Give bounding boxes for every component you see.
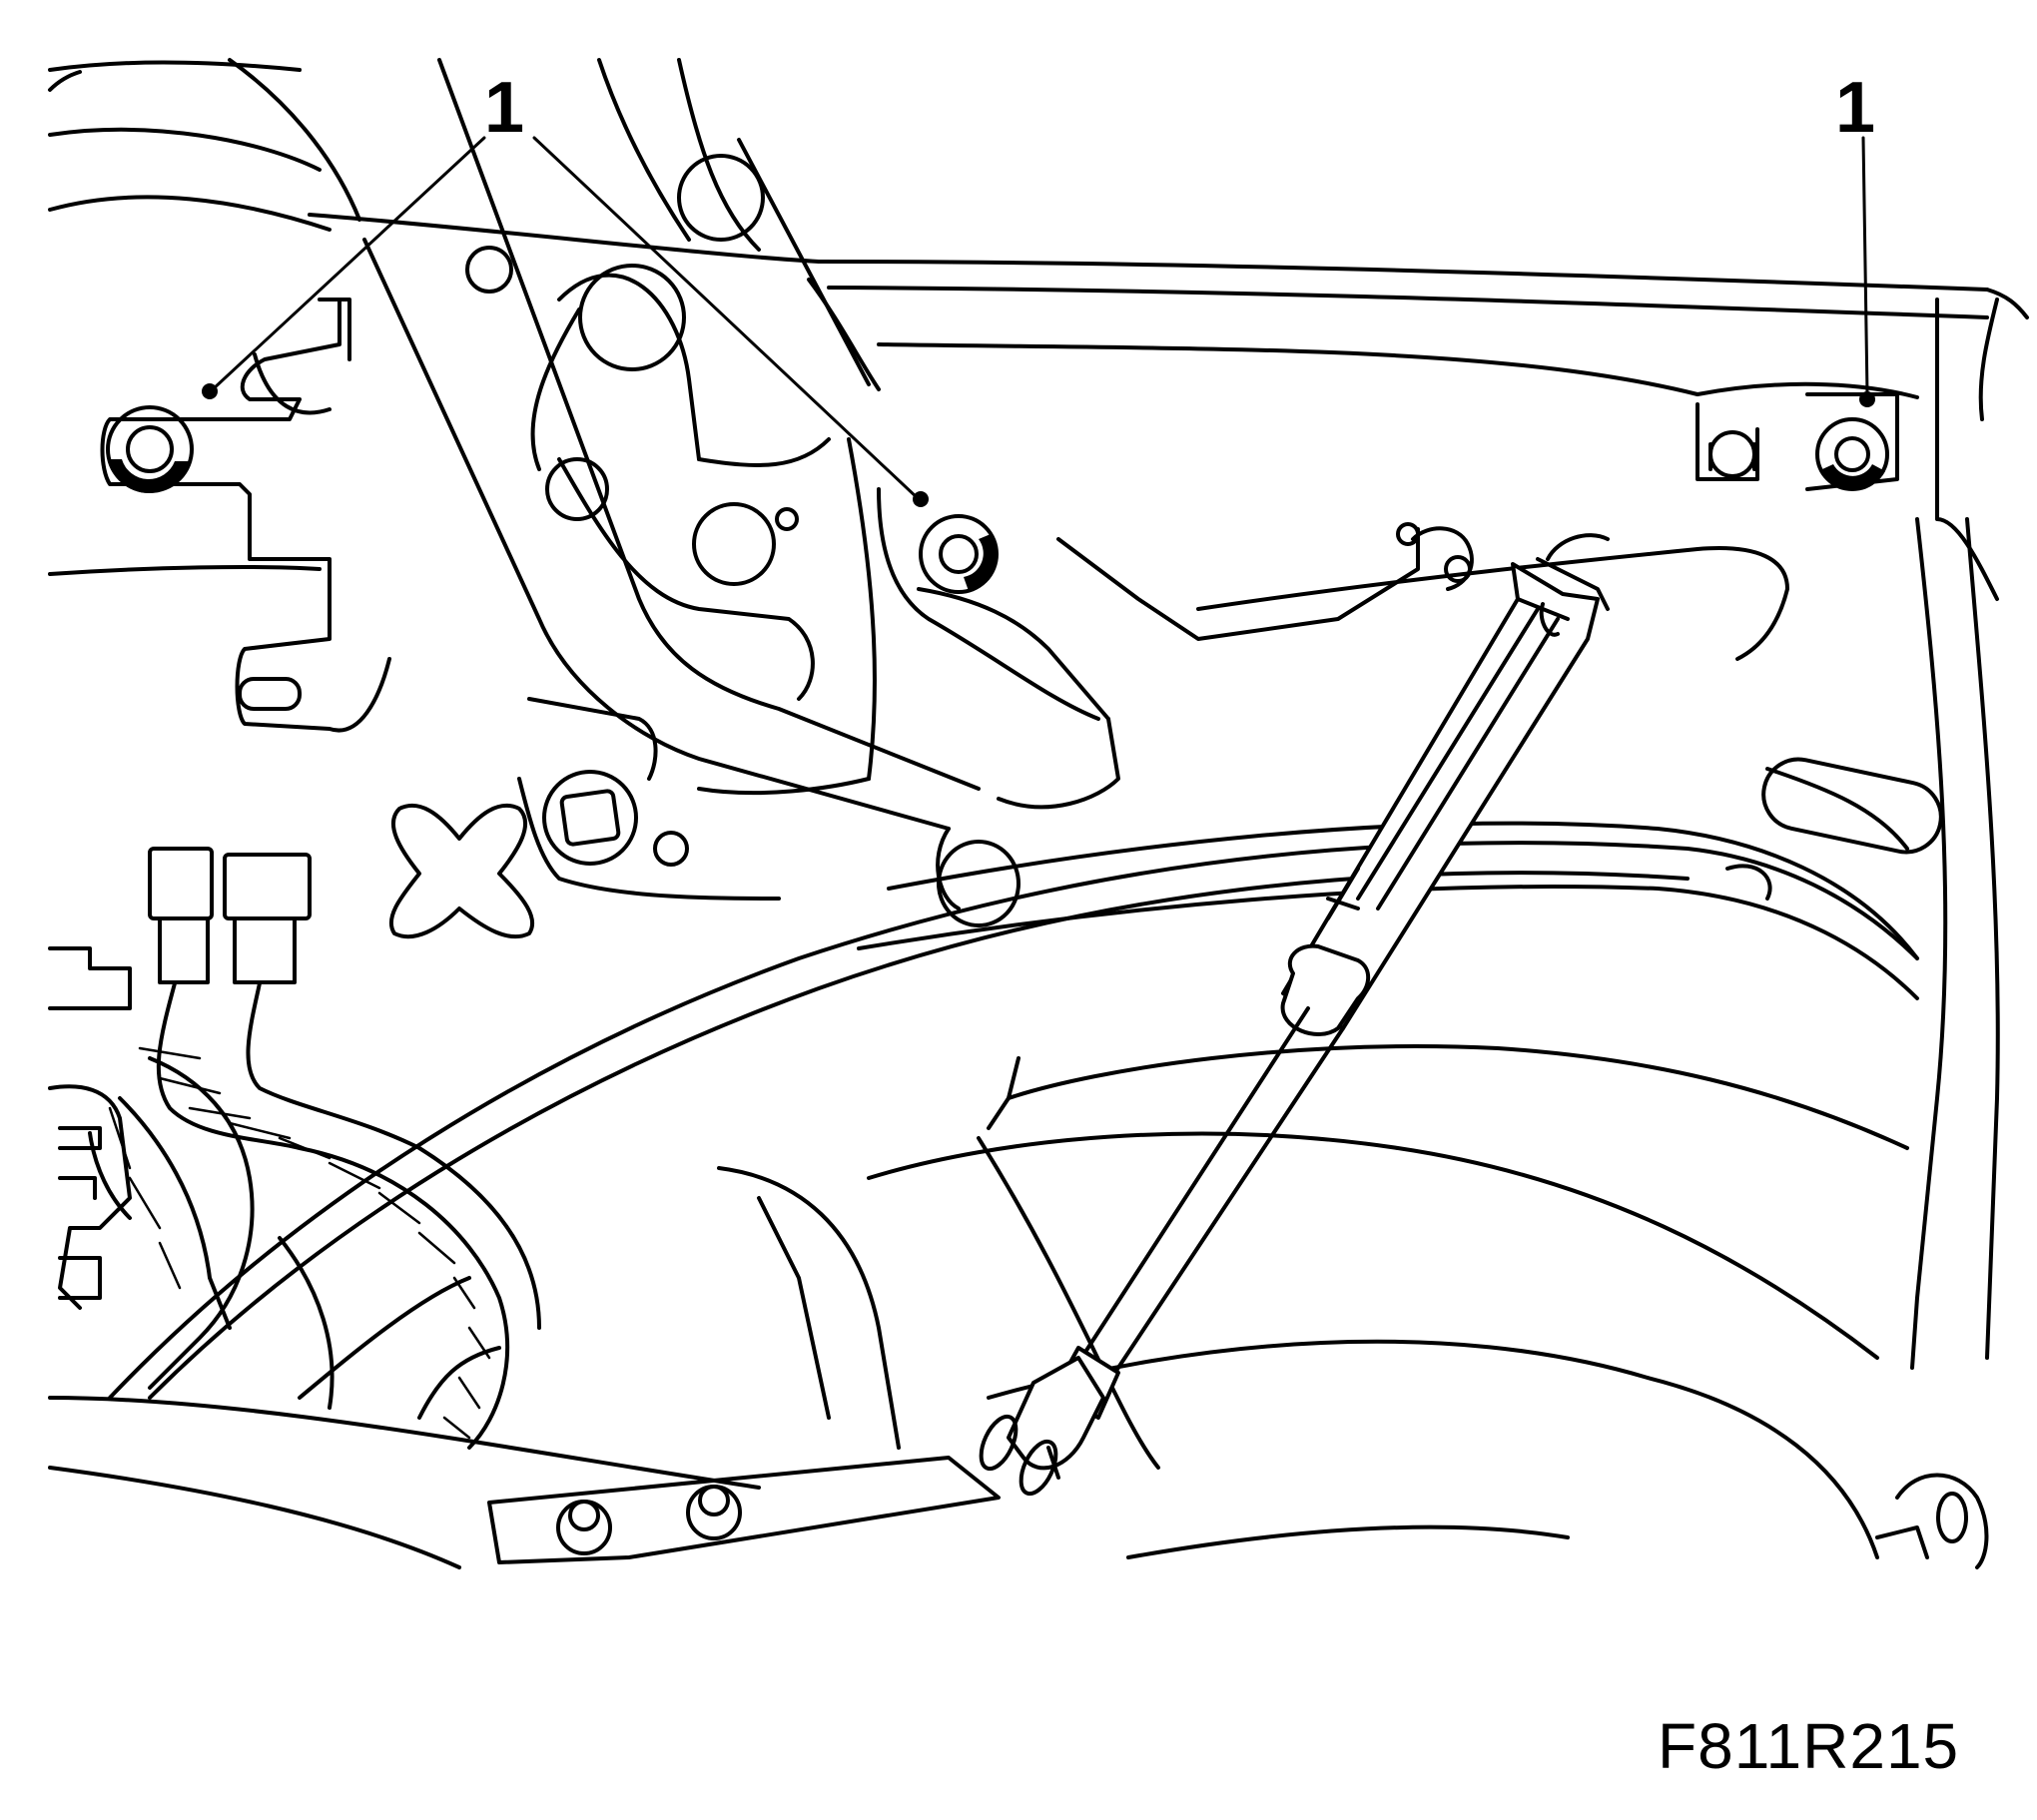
callout-label-left: 1 [484, 68, 524, 148]
lower-strut-bracket [48, 1396, 1001, 1569]
cross-opening [388, 803, 535, 939]
center-mounting-bracket [877, 487, 1474, 810]
left-mounting-bracket [100, 298, 391, 733]
callout-leader [532, 136, 921, 501]
callout-group-left: 1 [211, 68, 921, 501]
callout-leader [1861, 136, 1869, 396]
lower-body-panels [717, 546, 1989, 1569]
right-mounting-bracket [1696, 298, 2000, 1370]
callout-leader [211, 136, 486, 391]
figure-code: F811R215 [1658, 1710, 1960, 1782]
wiring-harness [48, 847, 541, 1450]
hinge-arm [362, 58, 1020, 927]
callout-label-right: 1 [1835, 68, 1875, 148]
gas-strut [979, 533, 1610, 1497]
upper-body-panels [48, 58, 2029, 576]
callout-group-right: 1 [1835, 68, 1875, 396]
